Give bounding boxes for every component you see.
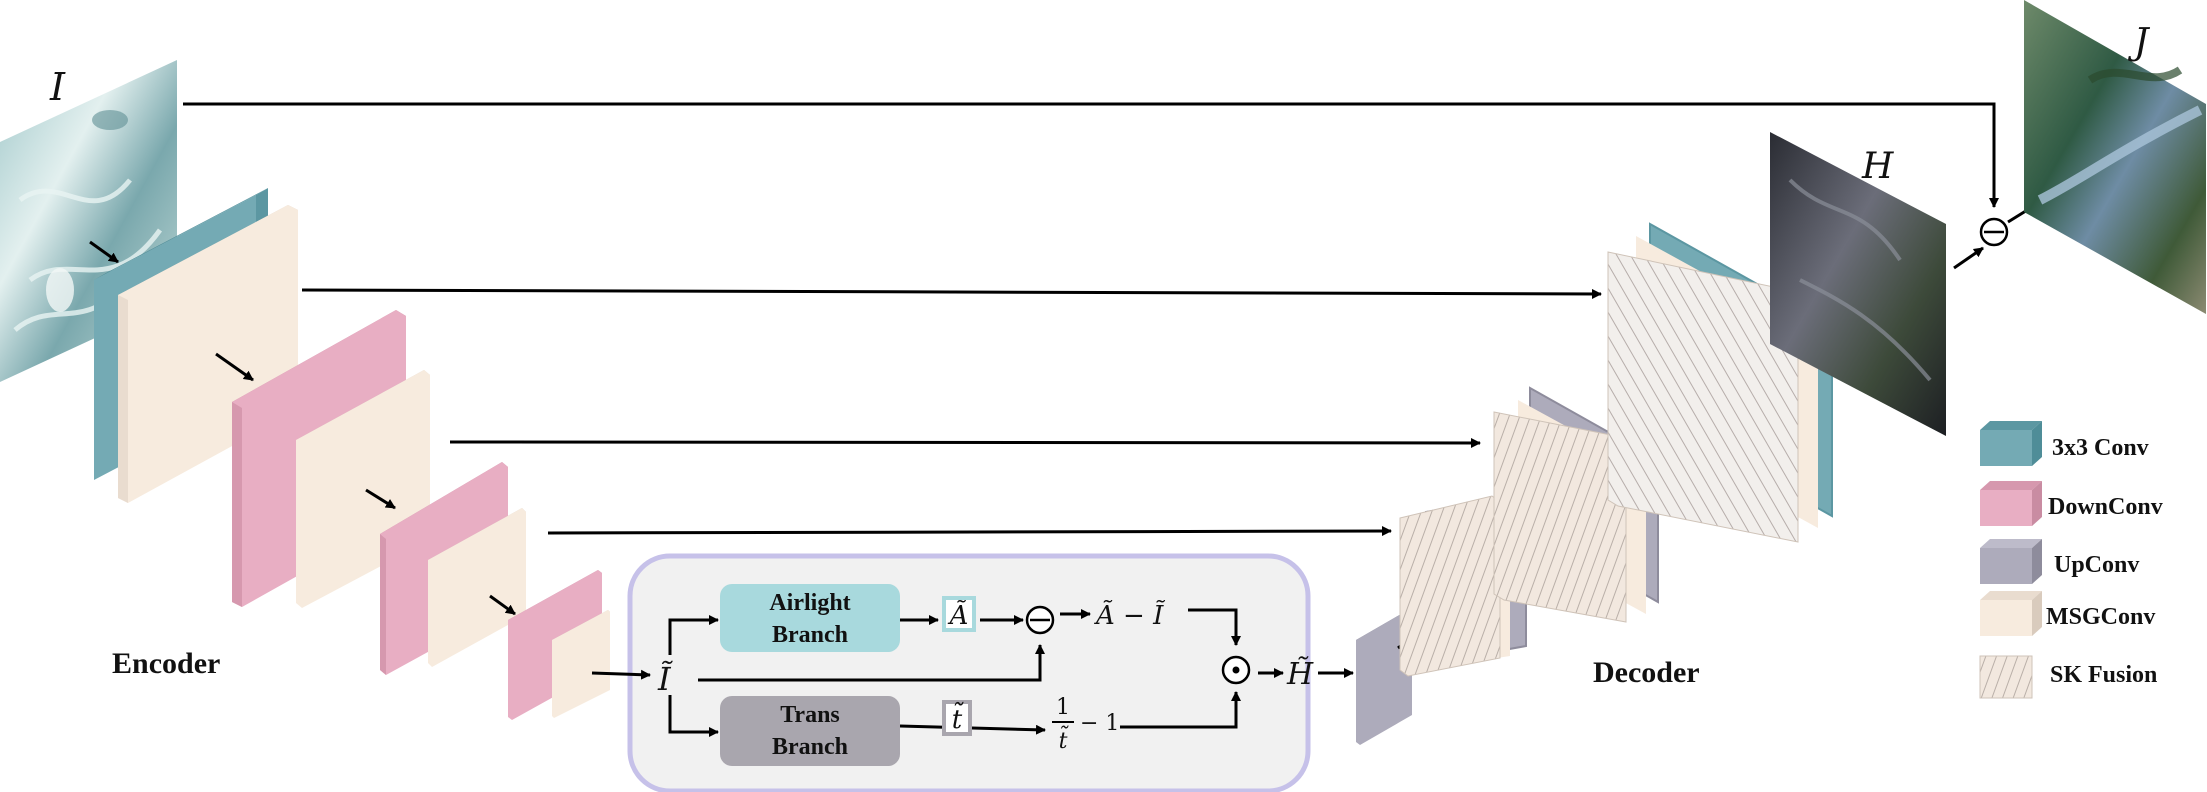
legend-item-downconv: DownConv xyxy=(1980,481,2163,526)
skip-connection-input xyxy=(183,102,1999,208)
final-arrow-in xyxy=(1953,246,1984,270)
module-input-symbol: Ĩ xyxy=(657,660,673,698)
skip-connection-1 xyxy=(301,288,1602,299)
encoder-label: Encoder xyxy=(112,647,220,680)
frac-numerator: 1 xyxy=(1056,695,1070,720)
legend: 3x3 Conv DownConv UpConv MSGConv SK Fusi… xyxy=(1979,421,2163,699)
trans-output: t̃ xyxy=(942,700,972,736)
airlight-output-symbol: Ã xyxy=(948,599,969,631)
frac-minus-one: − 1 xyxy=(1080,711,1119,736)
airlight-branch-line2: Branch xyxy=(772,622,848,648)
legend-item-msgconv: MSGConv xyxy=(1980,591,2155,636)
airlight-branch-line1: Airlight xyxy=(769,590,850,616)
skip-connection-3 xyxy=(547,526,1392,537)
intermediate-image-label: H xyxy=(1861,146,1894,187)
subtract-operator xyxy=(1025,605,1055,635)
enc-arrow-3 xyxy=(365,488,396,510)
legend-label-sk-fusion: SK Fusion xyxy=(2050,662,2157,688)
airlight-output: Ã xyxy=(942,596,976,632)
legend-label-downconv: DownConv xyxy=(2048,494,2163,520)
encoder-msgconv-block-4 xyxy=(552,610,610,718)
legend-label-upconv: UpConv xyxy=(2054,552,2139,578)
decoder-stage-3 xyxy=(1607,222,1833,543)
decoder-upconv-block-1 xyxy=(1356,610,1412,745)
trans-output-symbol: t̃ xyxy=(952,701,965,735)
legend-item-3x3-conv: 3x3 Conv xyxy=(1980,421,2149,466)
encoder-msgconv-block-3 xyxy=(428,508,526,667)
multiply-operator xyxy=(1221,655,1251,685)
module-connectors xyxy=(668,608,1354,737)
module-input-arrow xyxy=(591,669,651,680)
trans-branch-line2: Branch xyxy=(772,734,848,760)
output-image xyxy=(2024,0,2206,314)
enc-arrow-2 xyxy=(215,352,254,382)
trans-branch-box: Trans Branch xyxy=(720,696,900,766)
airlight-branch-box: Airlight Branch xyxy=(720,584,900,652)
decoder-label: Decoder xyxy=(1593,656,1700,689)
difference-expression: Ã − Ĩ xyxy=(1094,599,1166,631)
legend-item-upconv: UpConv xyxy=(1980,539,2139,584)
enc-arrow-1 xyxy=(89,240,119,264)
legend-label-3x3-conv: 3x3 Conv xyxy=(2052,435,2149,461)
enc-arrow-4 xyxy=(489,594,516,616)
skip-connections xyxy=(183,102,1999,537)
module-result-symbol: H̃ xyxy=(1286,657,1314,692)
reciprocal-expression: 1 t̃ − 1 xyxy=(1052,695,1119,754)
legend-item-sk-fusion: SK Fusion xyxy=(1979,655,2157,699)
trans-branch-line1: Trans xyxy=(780,702,840,728)
legend-label-msgconv: MSGConv xyxy=(2046,604,2155,630)
intermediate-image xyxy=(1770,132,1946,436)
final-subtract-operator xyxy=(1979,217,2009,247)
input-image-label: I xyxy=(49,65,66,109)
frac-denominator: t̃ xyxy=(1059,724,1070,754)
output-image-label: J xyxy=(2127,22,2151,63)
skip-connection-2 xyxy=(449,437,1481,448)
